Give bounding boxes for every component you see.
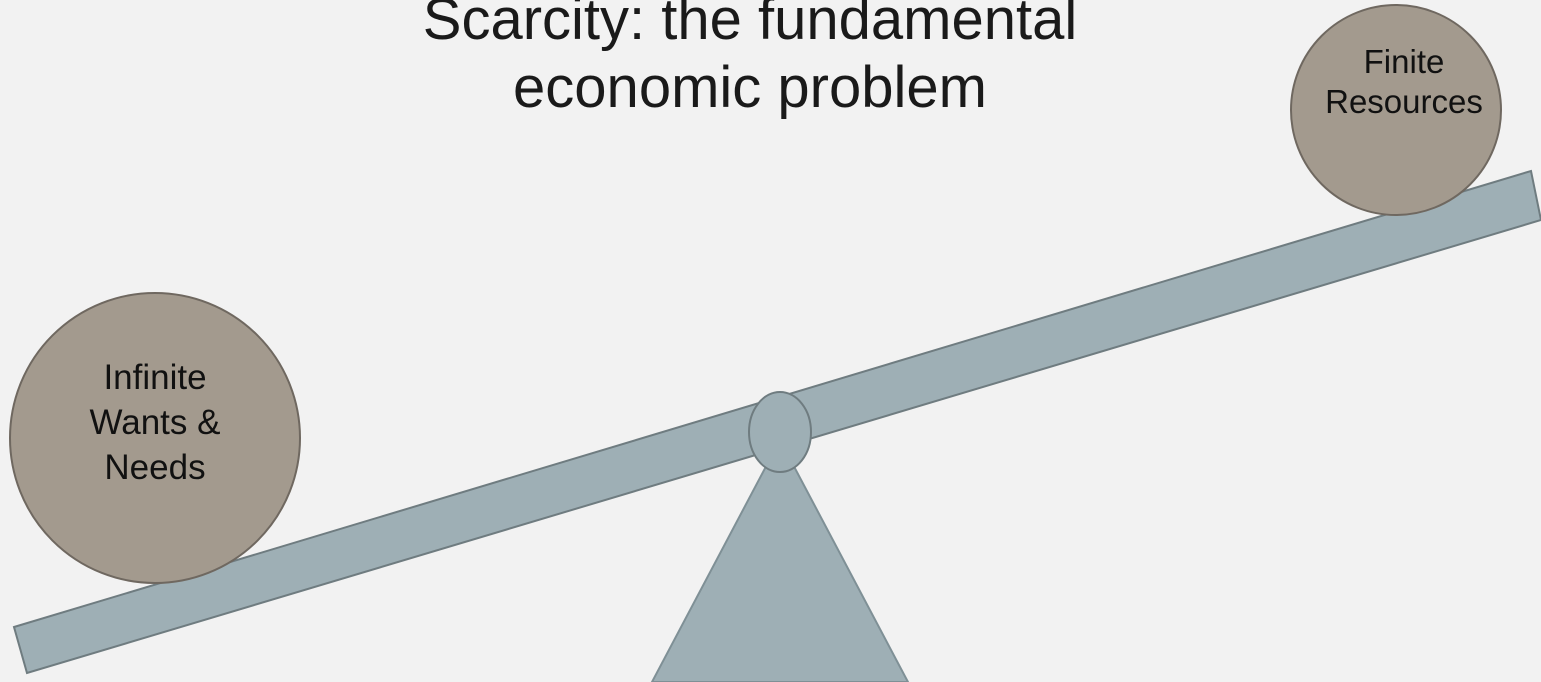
right-label-line-2: Resources: [1325, 83, 1483, 120]
infinite-wants-ball: [9, 292, 301, 584]
left-label-line-2: Wants &: [89, 403, 221, 442]
title-line-2: economic problem: [513, 55, 987, 120]
left-label-line-1: Infinite: [103, 358, 207, 397]
finite-resources-label: Finite Resources: [1292, 42, 1516, 122]
pivot-circle: [748, 391, 812, 473]
left-label-line-3: Needs: [104, 448, 206, 487]
slide-title: Scarcity: the fundamental economic probl…: [300, 0, 1200, 122]
fulcrum-triangle: [650, 437, 910, 682]
infinite-wants-label: Infinite Wants & Needs: [10, 355, 300, 490]
title-line-1: Scarcity: the fundamental: [422, 0, 1078, 52]
finite-resources-ball: [1290, 4, 1502, 216]
right-label-line-1: Finite: [1363, 43, 1445, 80]
